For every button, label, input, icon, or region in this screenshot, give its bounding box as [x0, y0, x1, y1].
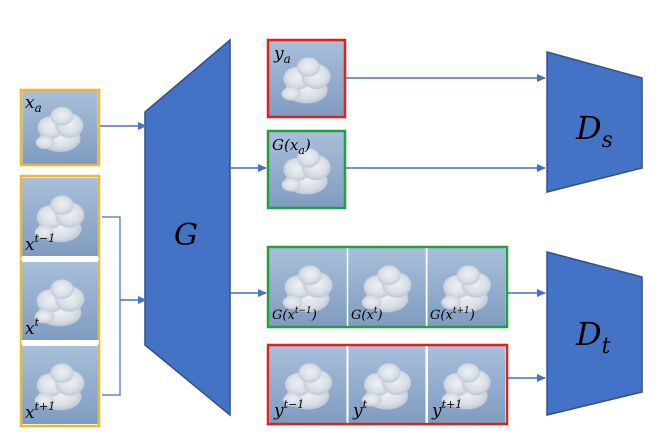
- spatial-discriminator-label: Ds: [575, 109, 613, 153]
- spatial-discriminator-block: [546, 51, 643, 193]
- generated-gxa-label: G(xa): [272, 136, 311, 157]
- input-seq-label-2: xt+1: [25, 400, 55, 423]
- real-seq-label-0: yt−1: [273, 398, 304, 421]
- real-ya-frame: ya: [266, 38, 347, 119]
- real-seq-frame: yt−1 yt yt+1: [266, 343, 509, 426]
- generated-seq-frame: G(xt−1) G(xt) G(xt+1): [266, 245, 509, 329]
- input-xa-frame: xa: [19, 88, 101, 167]
- generated-gxa-frame: G(xa): [266, 129, 347, 210]
- temporal-discriminator-block: [546, 251, 643, 416]
- generator-label: G: [174, 218, 198, 253]
- real-ya-label: ya: [273, 44, 291, 66]
- input-seq-label-1: xt: [25, 316, 40, 339]
- real-seq-label-2: yt+1: [431, 398, 462, 421]
- input-xa-label: xa: [25, 93, 42, 115]
- generated-seq-label-2: G(xt+1): [430, 306, 475, 323]
- generated-seq-label-0: G(xt−1): [272, 306, 317, 323]
- seq-bracket: [102, 216, 121, 396]
- real-seq-label-1: yt: [352, 398, 368, 421]
- generator-block: [144, 38, 231, 417]
- input-seq-label-0: xt−1: [25, 232, 55, 255]
- generated-seq-label-1: G(xt): [351, 306, 383, 323]
- temporal-discriminator-label: Dt: [575, 315, 611, 359]
- input-seq-frame: xt−1 xt xt+1: [19, 174, 101, 428]
